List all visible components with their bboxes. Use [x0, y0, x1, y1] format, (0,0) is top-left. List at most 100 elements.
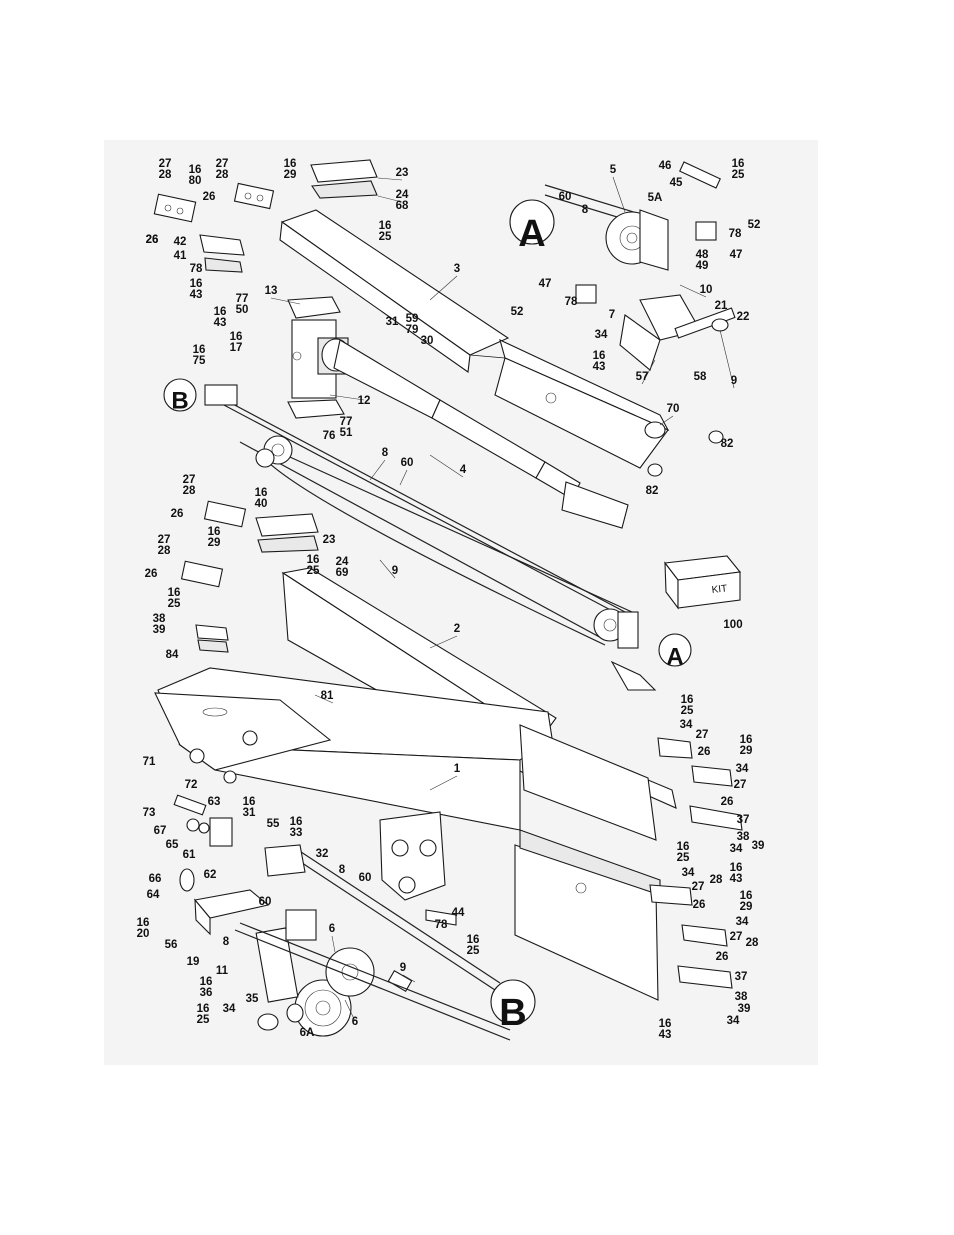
leader-line — [377, 177, 403, 181]
sheave-assembly-lower — [255, 909, 413, 1037]
wear-pads-right — [649, 737, 743, 989]
callout-65: 65 — [166, 839, 179, 851]
callout-100: 100 — [723, 619, 742, 631]
callout-number: 51 — [340, 427, 353, 439]
callout-number: 66 — [149, 873, 162, 885]
callout-57: 57 — [636, 371, 649, 383]
callout-number: 38 — [153, 613, 166, 625]
wear-pad-26-mid-a — [203, 500, 247, 528]
callout-47: 47 — [539, 278, 552, 290]
callout-number: 27 — [734, 779, 747, 791]
callout-number: 60 — [259, 896, 272, 908]
callout-number: 26 — [145, 568, 158, 580]
callout-number: 55 — [267, 818, 280, 830]
callout-number: 77 — [340, 416, 353, 428]
callout-number: 25 — [467, 945, 480, 957]
callout-number: 36 — [200, 987, 213, 999]
leader-line — [369, 459, 386, 481]
leader-line — [429, 775, 458, 791]
callout-58: 58 — [694, 371, 707, 383]
callout-number: 62 — [204, 869, 217, 881]
wear-pad-42-41 — [199, 234, 245, 273]
callout-78: 78 — [435, 919, 448, 931]
callout-34: 34 — [595, 329, 608, 341]
callout-number: 31 — [243, 807, 256, 819]
callout-34: 34 — [736, 763, 749, 775]
callout-10: 10 — [700, 284, 713, 296]
callout-34: 34 — [680, 719, 693, 731]
callout-number: 33 — [290, 827, 303, 839]
callout-number: 26 — [171, 508, 184, 520]
callout-number: 29 — [208, 537, 221, 549]
callout-number: 5A — [648, 192, 663, 204]
callout-number: 23 — [323, 534, 336, 546]
callout-number: 25 — [732, 169, 745, 181]
callout-number: 28 — [746, 937, 759, 949]
callout-number: 16 — [740, 890, 753, 902]
callout-1: 1 — [454, 763, 461, 775]
callout-6A: 6A — [300, 1027, 315, 1039]
callout-30: 30 — [421, 335, 434, 347]
callout-number: 16 — [659, 1018, 672, 1030]
callout-number: 61 — [183, 849, 196, 861]
callout-number: 75 — [193, 355, 206, 367]
wear-pad-38-84 — [195, 624, 229, 653]
callout-number: 13 — [265, 285, 278, 297]
callout-76: 76 — [323, 430, 336, 442]
callout-21: 21 — [715, 300, 728, 312]
callout-number: 42 — [174, 236, 187, 248]
kit-box-100: KIT — [663, 555, 742, 610]
leader-line — [679, 284, 707, 298]
callout-37: 37 — [737, 814, 750, 826]
callout-number: 34 — [727, 1015, 740, 1027]
callout-35: 35 — [246, 993, 259, 1005]
leader-line — [402, 974, 416, 983]
wear-pad-26-mid-b — [180, 560, 224, 588]
callout-number: 25 — [681, 705, 694, 717]
callout-number: 31 — [386, 316, 399, 328]
callout-number: 67 — [154, 825, 167, 837]
callout-34: 34 — [223, 1003, 236, 1015]
callout-number: 78 — [435, 919, 448, 931]
callout-number: 41 — [174, 250, 187, 262]
cable-lower — [234, 847, 511, 1041]
callout-number: 26 — [146, 234, 159, 246]
callout-number: 43 — [593, 361, 606, 373]
callout-8: 8 — [339, 864, 346, 876]
callout-26: 26 — [146, 234, 159, 246]
callout-number: 78 — [190, 263, 203, 275]
callout-number: 27 — [696, 729, 709, 741]
callout-number: 28 — [159, 169, 172, 181]
callout-number: 46 — [659, 160, 672, 172]
callout-number: 16 — [467, 934, 480, 946]
callout-number: 25 — [168, 598, 181, 610]
callout-4: 4 — [460, 464, 467, 476]
callout-number: 78 — [565, 296, 578, 308]
callout-19: 19 — [187, 956, 200, 968]
callout-number: 5 — [610, 164, 617, 176]
callout-6: 6 — [329, 923, 335, 935]
leader-line — [719, 329, 735, 389]
callout-number: 77 — [236, 293, 249, 305]
callout-28: 28 — [710, 874, 723, 886]
callout-number: 34 — [595, 329, 608, 341]
callout-number: 23 — [396, 167, 409, 179]
callout-34: 34 — [727, 1015, 740, 1027]
callout-38: 38 — [737, 831, 750, 843]
callout-number: 17 — [230, 342, 243, 354]
callout-number: 16 — [740, 734, 753, 746]
callout-12: 12 — [358, 395, 371, 407]
bracket-44 — [425, 909, 457, 926]
callout-number: 37 — [735, 971, 748, 983]
callout-number: 29 — [740, 901, 753, 913]
